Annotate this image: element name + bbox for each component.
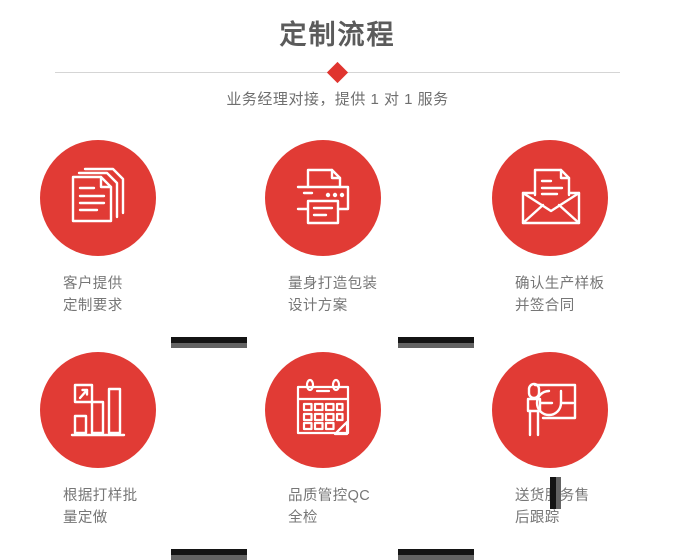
flow-step-5-label: 品质管控QC 全检 xyxy=(288,488,371,526)
flow-step-5[interactable]: 品质管控QC 全检 xyxy=(250,352,450,529)
connector-4-to-5 xyxy=(171,549,247,560)
connector-1-to-2 xyxy=(171,337,247,348)
connector-3-to-4 xyxy=(550,477,561,509)
page-subtitle: 业务经理对接，提供 1 对 1 服务 xyxy=(226,91,449,108)
connector-segment-gray xyxy=(398,343,474,348)
title-divider xyxy=(0,61,675,84)
page-header: 定制流程 业务经理对接，提供 1 对 1 服务 xyxy=(0,0,675,130)
process-flow: 客户提供 定制要求 量身打造包装 设计方案 xyxy=(0,140,675,560)
calendar-icon xyxy=(290,377,356,443)
flow-step-4-label: 根据打样批 量定做 xyxy=(63,488,138,526)
page-title: 定制流程 xyxy=(279,20,396,50)
diamond-marker-icon xyxy=(326,61,349,83)
flow-step-1-circle xyxy=(40,140,156,256)
connector-2-to-3 xyxy=(398,337,474,348)
documents-icon xyxy=(65,165,131,231)
flow-step-1[interactable]: 客户提供 定制要求 xyxy=(25,140,225,317)
flow-step-2-circle xyxy=(265,140,381,256)
connector-segment-gray xyxy=(398,555,474,560)
printer-icon xyxy=(290,165,356,231)
flow-step-5-circle xyxy=(265,352,381,468)
connector-segment-gray xyxy=(171,343,247,348)
flow-step-2-label: 量身打造包装 设计方案 xyxy=(288,276,378,314)
flow-step-3-circle xyxy=(492,140,608,256)
connector-segment-gray xyxy=(171,555,247,560)
flow-step-1-label: 客户提供 定制要求 xyxy=(63,276,123,314)
bar-chart-icon xyxy=(65,377,131,443)
flow-step-6-label: 送货服务售 后跟踪 xyxy=(515,488,589,526)
connector-5-to-6 xyxy=(398,549,474,560)
flow-step-2[interactable]: 量身打造包装 设计方案 xyxy=(250,140,450,317)
flow-step-6-circle xyxy=(492,352,608,468)
flow-step-6[interactable]: 送货服务售 后跟踪 xyxy=(477,352,675,529)
envelope-icon xyxy=(517,165,583,231)
connector-segment-gray xyxy=(556,477,561,509)
flow-step-3[interactable]: 确认生产样板 并签合同 xyxy=(477,140,675,317)
presentation-icon xyxy=(517,377,583,443)
connector-segment-dark xyxy=(550,477,556,509)
flow-step-3-label: 确认生产样板 并签合同 xyxy=(515,276,605,314)
connector-segment-dark xyxy=(398,337,474,343)
flow-step-4-circle xyxy=(40,352,156,468)
flow-step-4[interactable]: 根据打样批 量定做 xyxy=(25,352,225,529)
connector-segment-dark xyxy=(171,337,247,343)
